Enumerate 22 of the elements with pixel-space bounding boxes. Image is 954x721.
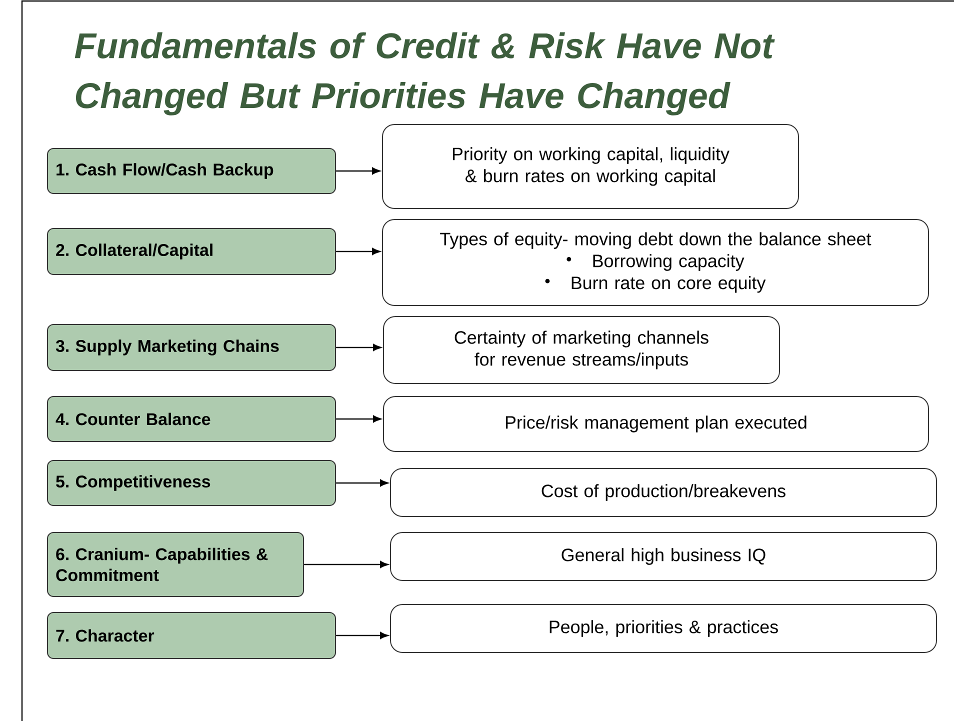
category-box: 6. Cranium- Capabilities & Commitment	[47, 532, 304, 597]
arrow	[336, 344, 382, 352]
category-box: 2. Collateral/Capital	[47, 228, 336, 275]
description-box: People, priorities & practices	[390, 604, 937, 653]
arrow	[336, 479, 388, 487]
description-box: Priority on working capital, liquidity & burn rates on working capital	[382, 124, 799, 209]
category-box: 5. Competitiveness	[47, 460, 336, 506]
category-box: 3. Supply Marketing Chains	[47, 324, 336, 371]
description-box: Cost of production/breakevens	[390, 468, 937, 517]
description-box: General high business IQ	[390, 532, 937, 581]
arrow	[336, 632, 388, 640]
arrow	[304, 560, 388, 568]
category-box: 7. Character	[47, 612, 336, 659]
title: Fundamentals of Credit & Risk Have Not Changed But Priorities Have Changed	[74, 32, 775, 116]
arrow	[336, 415, 382, 423]
arrow	[336, 248, 380, 256]
category-box: 4. Counter Balance	[47, 396, 336, 442]
description-box: Types of equity- moving debt down the balance sheet Borrowing capacity Burn rate on core equity	[382, 219, 929, 306]
category-box: 1. Cash Flow/Cash Backup	[47, 148, 336, 194]
description-box: Certainty of marketing channels for revenue streams/inputs	[383, 316, 780, 384]
description-box: Price/risk management plan executed	[383, 396, 929, 452]
arrow	[336, 167, 380, 175]
